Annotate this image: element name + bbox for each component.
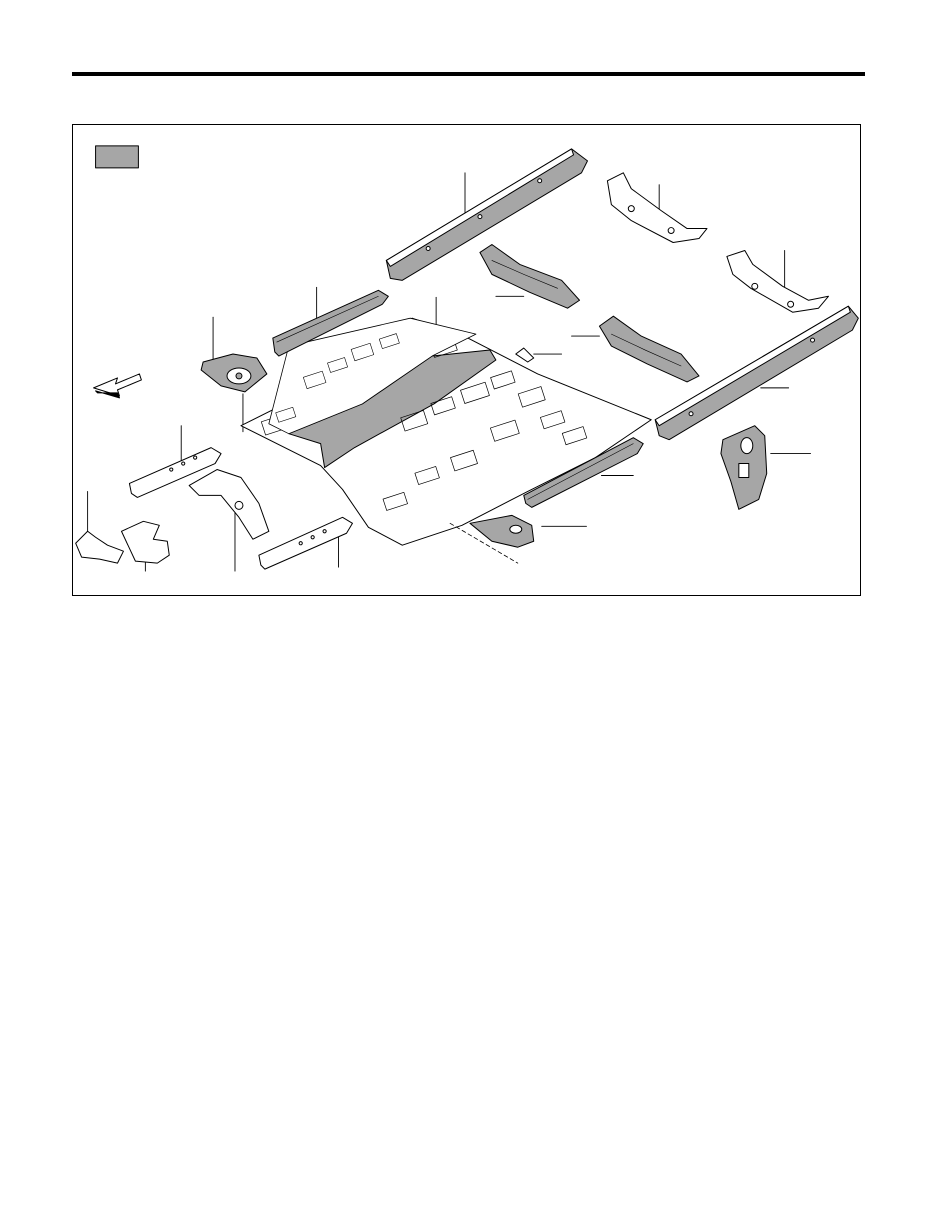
legend-swatch	[95, 145, 139, 169]
floor-side-member-front-right	[523, 437, 644, 508]
floor-panel-exploded-diagram	[75, 145, 859, 572]
rear-cross-member-lower	[726, 249, 829, 313]
legend-label	[95, 146, 138, 168]
side-sill-right	[654, 305, 859, 441]
dashed-leader	[449, 522, 519, 564]
floor-rear-section	[268, 317, 477, 435]
center-pillar-inner	[720, 425, 768, 510]
front-seat-crossmember	[469, 514, 535, 548]
side-sill-left	[385, 148, 588, 281]
front-floor-connector	[120, 520, 170, 564]
seat-mounting-bracket	[75, 530, 124, 564]
floor-side-member-inner-left	[128, 447, 222, 498]
floor-side-member-inner-lower	[258, 516, 353, 570]
front-direction-arrow-icon	[93, 373, 142, 399]
tunnel-bracket	[188, 469, 270, 540]
figure-frame	[72, 124, 861, 596]
front-floor-reinforcement	[200, 353, 268, 393]
floor-side-member-rear-left	[272, 289, 389, 357]
rear-floor-rear-member	[598, 315, 700, 383]
small-bracket	[515, 347, 535, 363]
header-rule	[72, 72, 865, 76]
rear-floor-front-member	[479, 243, 581, 309]
rear-cross-member-upper	[606, 172, 708, 243]
